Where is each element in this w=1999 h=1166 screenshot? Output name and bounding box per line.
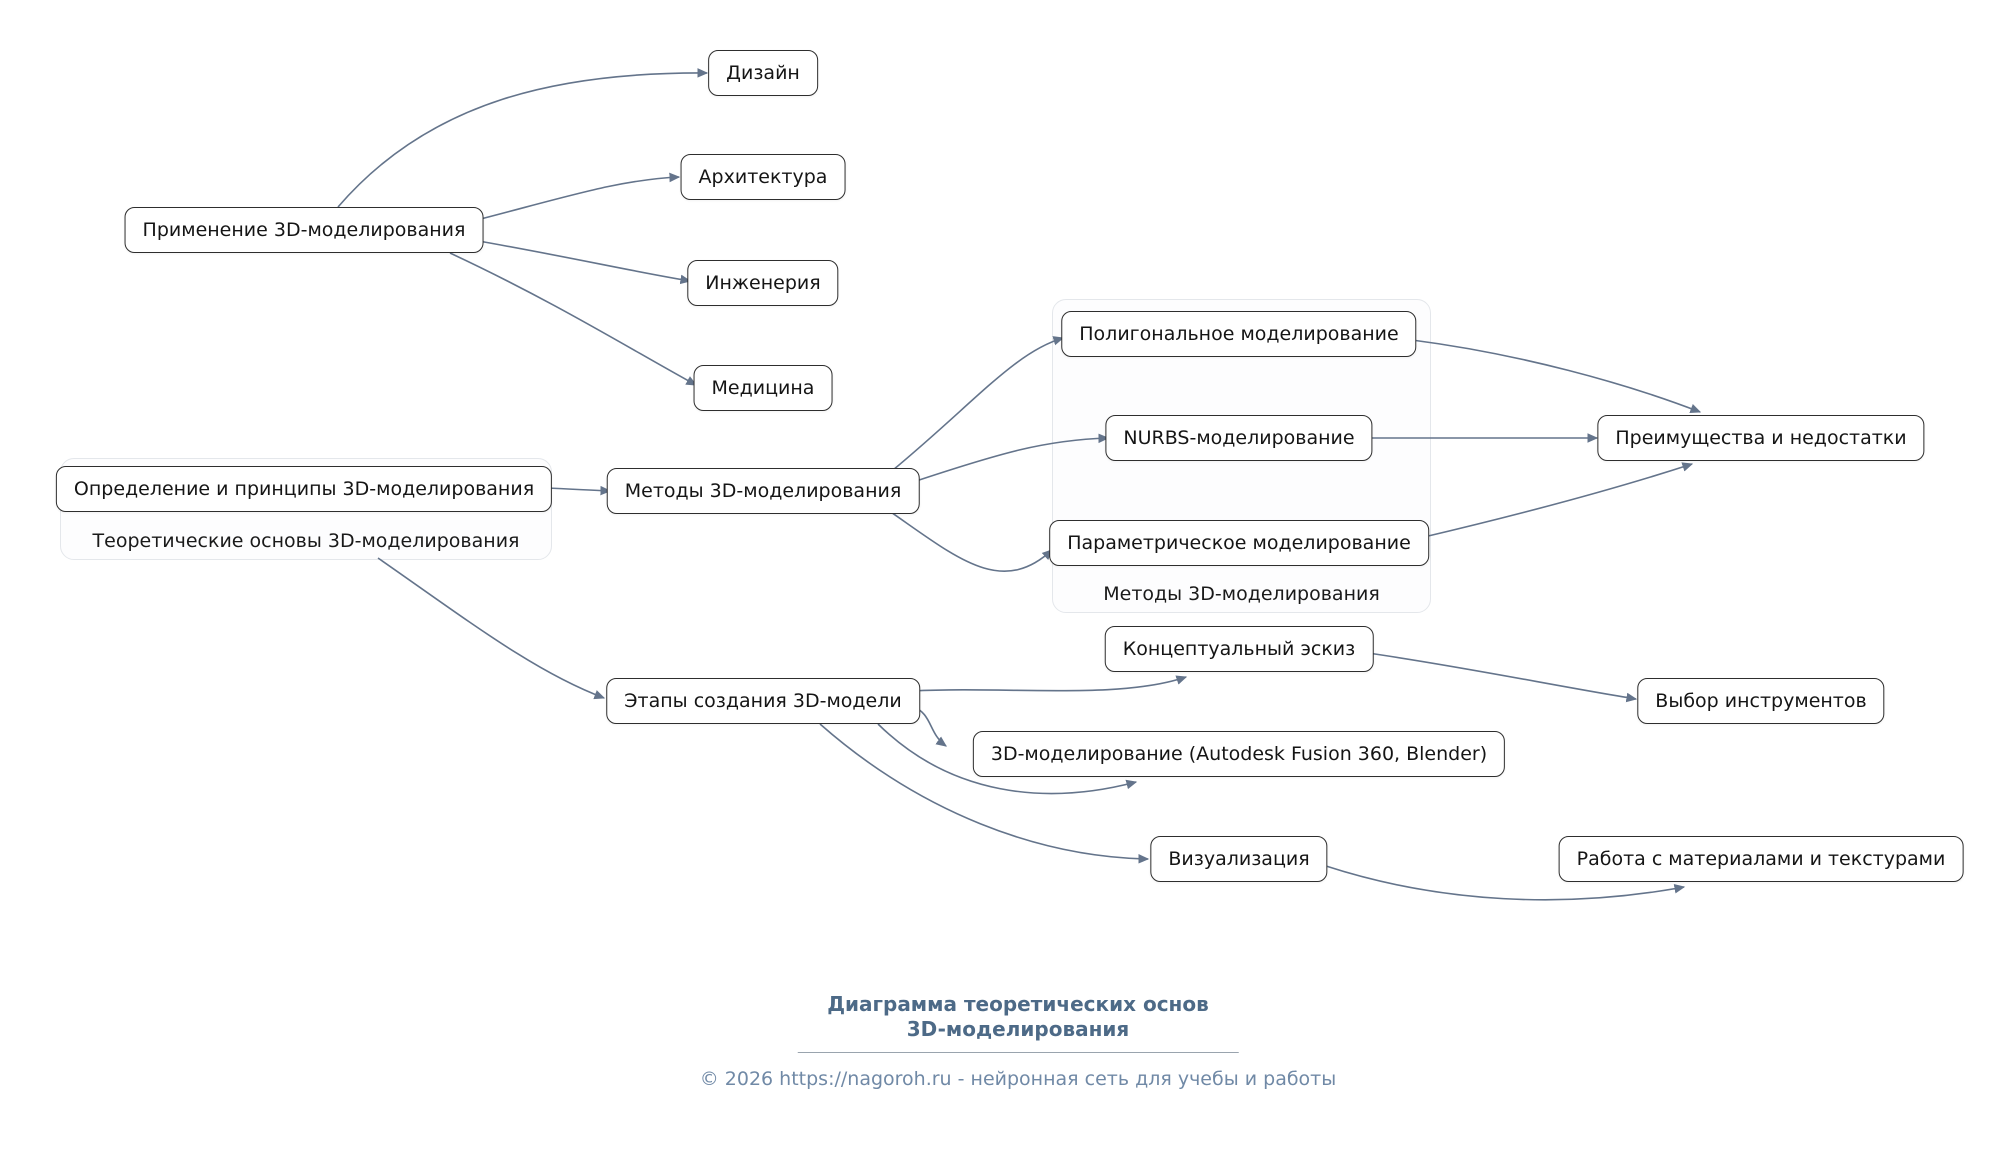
edge-definition-methods	[544, 485, 612, 496]
footer: Диаграмма теоретических основ 3D-моделир…	[700, 992, 1337, 1090]
node-stages: Этапы создания 3D-модели	[606, 678, 920, 724]
edge-application-engineering	[472, 239, 692, 285]
diagram-title-line2: 3D-моделирования	[906, 1017, 1130, 1041]
node-modeling-tools: 3D-моделирование (Autodesk Fusion 360, B…	[972, 731, 1506, 777]
edge-methods-parametric	[884, 507, 1053, 572]
group-methods-label: Методы 3D-моделирования	[1103, 583, 1380, 605]
edge-application-design	[337, 68, 709, 208]
node-materials: Работа с материалами и текстурами	[1558, 836, 1964, 882]
edge-concept-toolchoice	[1367, 652, 1638, 703]
edge-parametric-proscons	[1423, 462, 1694, 538]
node-methods: Методы 3D-моделирования	[606, 468, 920, 514]
node-engineering: Инженерия	[687, 260, 839, 306]
node-concept-sketch: Концептуальный эскиз	[1104, 626, 1374, 672]
edge-application-architecture	[472, 172, 681, 222]
edge-stages-concept	[911, 675, 1188, 692]
edge-methods-polygonal	[892, 336, 1065, 471]
node-tool-choice: Выбор инструментов	[1637, 678, 1885, 724]
node-definition: Определение и принципы 3D-моделирования	[55, 466, 553, 512]
edge-polygonal-proscons	[1411, 339, 1702, 414]
footer-copyright: © 2026 https://nagoroh.ru - нейронная се…	[699, 1068, 1337, 1090]
node-design: Дизайн	[708, 50, 818, 96]
node-application: Применение 3D-моделирования	[124, 207, 484, 253]
edge-theory-stages	[377, 557, 606, 700]
node-architecture: Архитектура	[680, 154, 846, 200]
group-theory-label: Теоретические основы 3D-моделирования	[92, 530, 520, 552]
node-medicine: Медицина	[693, 365, 833, 411]
node-polygonal: Полигональное моделирование	[1061, 311, 1417, 357]
node-nurbs: NURBS-моделирование	[1105, 415, 1373, 461]
diagram-title-line1: Диаграмма теоретических основ	[827, 992, 1209, 1016]
edge-application-medicine	[449, 252, 698, 386]
node-parametric: Параметрическое моделирование	[1049, 520, 1429, 566]
diagram-title: Диаграмма теоретических основ 3D-моделир…	[700, 992, 1337, 1042]
node-pros-cons: Преимущества и недостатки	[1597, 415, 1925, 461]
footer-divider	[797, 1052, 1239, 1053]
node-visualization: Визуализация	[1150, 836, 1328, 882]
